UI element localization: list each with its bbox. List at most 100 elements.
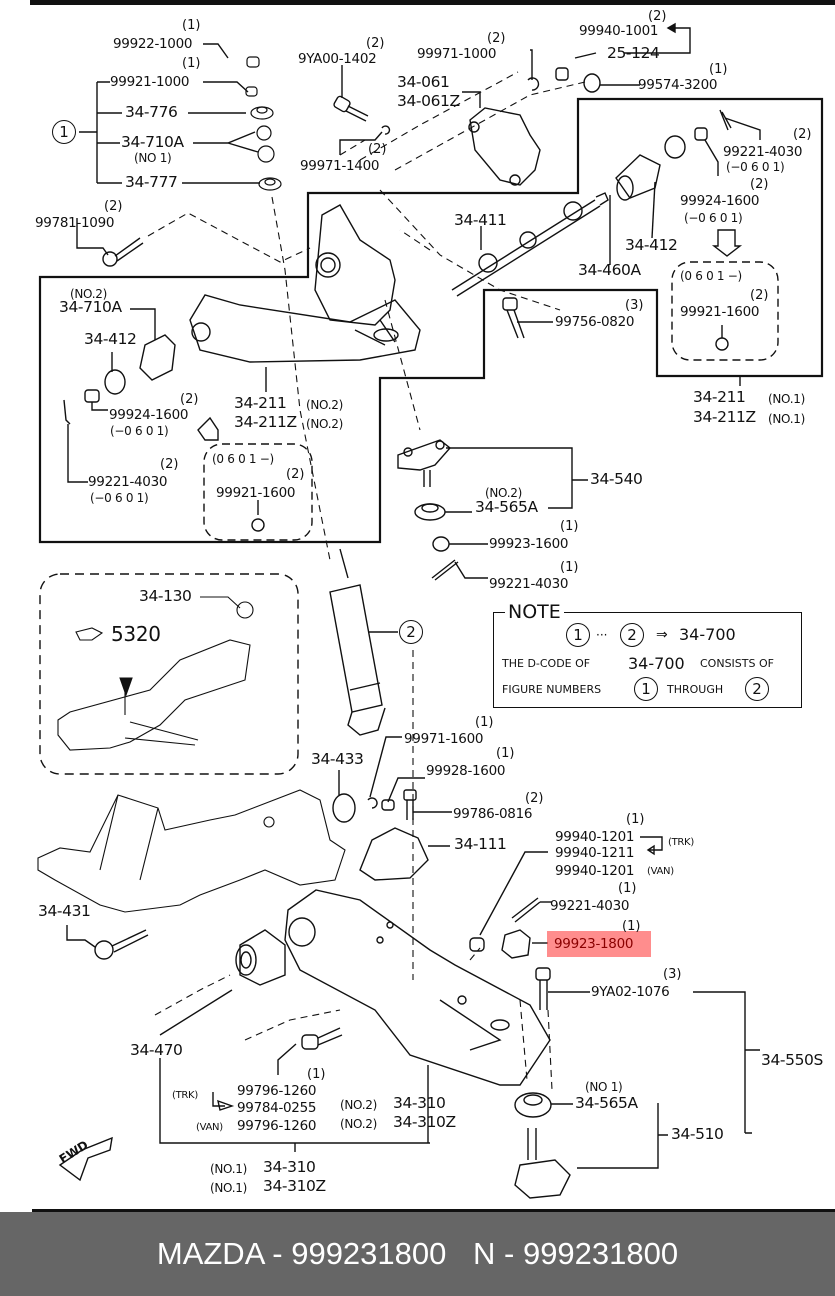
- bolt-9ya00-1402: [333, 65, 391, 155]
- part-label[interactable]: 99796-1260: [237, 1083, 317, 1099]
- part-label[interactable]: 34-565A: [475, 498, 538, 516]
- part-label[interactable]: 34-412: [625, 236, 678, 254]
- diagram-linework: [30, 0, 835, 1212]
- qty: (2): [368, 142, 387, 157]
- qty: (1): [622, 919, 641, 934]
- part-label[interactable]: 34-777: [125, 173, 178, 191]
- part-label[interactable]: 34-061Z: [397, 92, 460, 110]
- serial-range: (−0 6 0 1): [684, 211, 743, 225]
- part-label[interactable]: 34-540: [590, 470, 643, 488]
- part-label[interactable]: 99784-0255: [237, 1100, 317, 1116]
- part-label[interactable]: 34-310: [263, 1158, 316, 1176]
- part-label[interactable]: 99971-1400: [300, 158, 380, 174]
- parts-diagram: (1) 99922-1000 (1) 99921-1000 34-776 34-…: [30, 0, 835, 1212]
- note-target: 34-700: [679, 625, 736, 644]
- part-label[interactable]: 99921-1600: [680, 304, 760, 320]
- part-label[interactable]: 99221-4030: [723, 144, 803, 160]
- figure-1-parts: [245, 56, 282, 191]
- lower-small-parts: [332, 736, 452, 881]
- part-label[interactable]: 99924-1600: [109, 407, 189, 423]
- part-label[interactable]: 34-710A: [59, 298, 122, 316]
- part-label[interactable]: 34-211: [693, 388, 746, 406]
- part-label[interactable]: 99221-4030: [88, 474, 168, 490]
- part-label[interactable]: 34-211Z: [693, 408, 756, 426]
- crossmember: [37, 789, 346, 913]
- part-label[interactable]: 99221-4030: [489, 576, 569, 592]
- qty: (2): [366, 36, 385, 51]
- qty: (1): [560, 560, 579, 575]
- part-label[interactable]: 99921-1000: [110, 74, 190, 90]
- part-label[interactable]: 99922-1000: [113, 36, 193, 52]
- part-tag: (NO 1): [585, 1080, 623, 1094]
- assembly-dashed-lines: [147, 71, 586, 1091]
- qty: (1): [182, 56, 201, 71]
- part-tag: (NO.2): [340, 1117, 377, 1131]
- part-label[interactable]: 34-310Z: [263, 1177, 326, 1195]
- part-tag: (NO.2): [485, 486, 522, 500]
- figure-1-bracket: [79, 43, 260, 184]
- part-label[interactable]: 34-411: [454, 211, 507, 229]
- qty: (1): [182, 18, 201, 33]
- part-label[interactable]: 34-412: [84, 330, 137, 348]
- serial-range: (0 6 0 1 −): [680, 269, 742, 283]
- part-label[interactable]: 34-130: [139, 587, 192, 605]
- part-label[interactable]: 9YA00-1402: [298, 51, 377, 67]
- part-label[interactable]: 34-510: [671, 1125, 724, 1143]
- part-tag: (NO 1): [134, 151, 172, 165]
- part-label[interactable]: 99971-1000: [417, 46, 497, 62]
- qty: (3): [663, 967, 682, 982]
- part-label[interactable]: 34-460A: [578, 261, 641, 279]
- part-label[interactable]: 99221-4030: [550, 898, 630, 914]
- part-label[interactable]: 34-433: [311, 750, 364, 768]
- part-label[interactable]: 34-211Z: [234, 413, 297, 431]
- fwd-arrow: [58, 1136, 113, 1182]
- variant-tag: (VAN): [196, 1122, 223, 1133]
- variant-tag: (VAN): [647, 866, 674, 877]
- variant-tag: (TRK): [668, 837, 694, 848]
- part-label[interactable]: 99971-1600: [404, 731, 484, 747]
- part-label[interactable]: 34-111: [454, 835, 507, 853]
- part-label[interactable]: 99796-1260: [237, 1118, 317, 1134]
- part-tag: (NO.2): [306, 417, 343, 431]
- part-label[interactable]: 34-550S: [761, 1051, 823, 1069]
- part-label[interactable]: 34-310: [393, 1094, 446, 1112]
- part-label[interactable]: 34-710A: [121, 133, 184, 151]
- bolt-34-431: [66, 925, 149, 960]
- part-label[interactable]: 34-776: [125, 103, 178, 121]
- part-label[interactable]: 99924-1600: [680, 193, 760, 209]
- part-label[interactable]: 99574-3200: [638, 77, 718, 93]
- part-label[interactable]: 99940-1201: [555, 863, 635, 879]
- nut-99940-1201: [469, 836, 663, 959]
- qty: (1): [307, 1067, 326, 1082]
- qty: (2): [525, 791, 544, 806]
- upper-arm-34-211-no1: [189, 204, 421, 363]
- part-label[interactable]: 99923-1600: [489, 536, 569, 552]
- part-label[interactable]: 34-211: [234, 394, 287, 412]
- part-label[interactable]: 99786-0816: [453, 806, 533, 822]
- serial-range: (−0 6 0 1): [110, 424, 169, 438]
- qty: (1): [496, 746, 515, 761]
- part-label[interactable]: 34-061: [397, 73, 450, 91]
- part-label[interactable]: 34-565A: [575, 1094, 638, 1112]
- part-label[interactable]: 99921-1600: [216, 485, 296, 501]
- bolt-99781-1090: [76, 218, 144, 267]
- part-label[interactable]: 34-470: [130, 1041, 183, 1059]
- part-label[interactable]: 99940-1201: [555, 829, 635, 845]
- part-label[interactable]: 34-431: [38, 902, 91, 920]
- part-label[interactable]: 99781-1090: [35, 215, 115, 231]
- nut-99921-1600-r: [715, 337, 729, 351]
- part-label[interactable]: 99940-1211: [555, 845, 635, 861]
- part-label[interactable]: 34-310Z: [393, 1113, 456, 1131]
- part-label[interactable]: 99928-1600: [426, 763, 506, 779]
- part-tag: (NO.2): [340, 1098, 377, 1112]
- note-figure-1: 1: [634, 677, 658, 701]
- part-label[interactable]: 99940-1001: [579, 23, 659, 39]
- part-label[interactable]: 99756-0820: [555, 314, 635, 330]
- reference-page-link[interactable]: 5320: [111, 622, 161, 646]
- shaft-34-411: [451, 192, 609, 297]
- part-label[interactable]: 9YA02-1076: [591, 984, 670, 1000]
- part-label[interactable]: 25-124: [607, 44, 660, 62]
- highlighted-part-label[interactable]: 99923-1800: [554, 936, 634, 952]
- alternate-part-number: N - 999231800: [473, 1236, 679, 1271]
- qty: (1): [618, 881, 637, 896]
